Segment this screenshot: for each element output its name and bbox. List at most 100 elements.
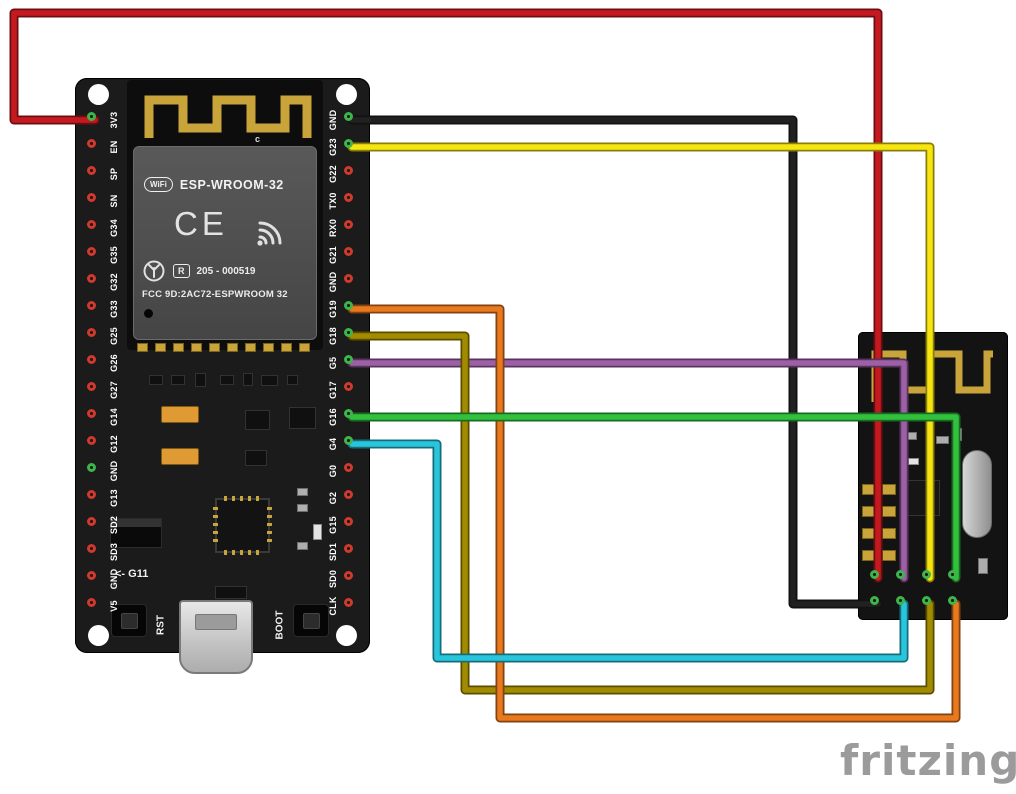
solder-pad-grid — [862, 484, 896, 561]
esp32-pin-left-gnd[interactable] — [87, 463, 96, 472]
smd-component — [243, 373, 253, 386]
esp32-pin-right-g5[interactable] — [344, 355, 353, 364]
capacitor — [161, 406, 199, 423]
esp32-pin-left-g12[interactable] — [87, 436, 96, 445]
smd-component — [149, 375, 163, 385]
smd-component — [171, 375, 185, 385]
esp32-pin-left-g27[interactable] — [87, 382, 96, 391]
mounting-hole — [88, 84, 109, 105]
pin-label-g16: G16 — [328, 408, 338, 426]
esp32-pin-left-g35[interactable] — [87, 247, 96, 256]
esp32-pin-left-g33[interactable] — [87, 301, 96, 310]
wire-cyan[interactable] — [349, 441, 907, 661]
esp32-pin-right-sd1[interactable] — [344, 544, 353, 553]
pin-label-gnd: GND — [328, 109, 338, 131]
castellation-pad — [209, 343, 220, 352]
esp32-pin-left-sd3[interactable] — [87, 544, 96, 553]
pin-label-g33: G33 — [109, 300, 119, 318]
esp32-pin-right-g18[interactable] — [344, 328, 353, 337]
wire-yellow[interactable] — [349, 144, 933, 581]
esp32-pin-right-g17[interactable] — [344, 382, 353, 391]
esp32-pin-right-g22[interactable] — [344, 166, 353, 175]
mounting-hole — [88, 625, 109, 646]
esp32-pin-left-g25[interactable] — [87, 328, 96, 337]
ce-mark: CE — [174, 205, 228, 242]
esp32-pin-left-g32[interactable] — [87, 274, 96, 283]
nrf24l01-pin-r1c2[interactable] — [896, 570, 905, 579]
esp32-pin-left-v5[interactable] — [87, 598, 96, 607]
esp32-pin-left-sn[interactable] — [87, 193, 96, 202]
pin-label-sd0: SD0 — [328, 569, 338, 589]
castellation-pad — [299, 343, 310, 352]
button-cap — [121, 613, 138, 629]
wire-orange[interactable] — [349, 306, 959, 721]
esp32-pin-left-en[interactable] — [87, 139, 96, 148]
nrf24l01-pin-r1c4[interactable] — [948, 570, 957, 579]
esp32-pin-right-sd0[interactable] — [344, 571, 353, 580]
esp32-pin-left-sd2[interactable] — [87, 517, 96, 526]
silkscreen-c-mark: c — [255, 134, 261, 144]
certification-number: 205 - 000519 — [196, 265, 256, 277]
crystal-oscillator — [962, 450, 992, 538]
castellation-pad — [173, 343, 184, 352]
pin-label-g15: G15 — [328, 516, 338, 534]
esp32-pin-left-g13[interactable] — [87, 490, 96, 499]
nrf24l01-pin-r2c2[interactable] — [896, 596, 905, 605]
pin-label-g26: G26 — [109, 354, 119, 372]
nrf24l01-pin-r2c3[interactable] — [922, 596, 931, 605]
pin-label-g5: G5 — [328, 356, 338, 370]
nrf24l01-pin-r1c3[interactable] — [922, 570, 931, 579]
g11-note: <- G11 — [115, 568, 149, 580]
esp32-pin-right-g2[interactable] — [344, 490, 353, 499]
boot-button[interactable] — [293, 604, 329, 637]
resistor — [297, 504, 308, 512]
pin-label-rx0: RX0 — [328, 218, 338, 238]
module-label: ESP-WROOM-32 — [179, 177, 284, 192]
smd-component — [245, 450, 267, 466]
wire-green[interactable] — [349, 414, 959, 581]
pin-label-3v3: 3V3 — [109, 111, 119, 129]
esp32-pin-right-g21[interactable] — [344, 247, 353, 256]
nrf24l01-pin-r2c1[interactable] — [870, 596, 879, 605]
wire-dark-yellow[interactable] — [349, 333, 933, 693]
esp32-pin-right-g23[interactable] — [344, 139, 353, 148]
pin-label-v5: V5 — [109, 600, 119, 612]
wire-red[interactable] — [11, 10, 881, 581]
castellation-pad — [245, 343, 256, 352]
pin-label-sd1: SD1 — [328, 542, 338, 562]
wire-purple[interactable] — [349, 360, 907, 581]
transistor — [245, 410, 270, 430]
pin-label-g27: G27 — [109, 381, 119, 399]
esp32-pin-right-gnd[interactable] — [344, 112, 353, 121]
esp32-pin-left-g34[interactable] — [87, 220, 96, 229]
nrf24l01-pin-r1c1[interactable] — [870, 570, 879, 579]
nrf24l01-pin-r2c4[interactable] — [948, 596, 957, 605]
esp32-pin-left-sp[interactable] — [87, 166, 96, 175]
esp32-pin-left-g14[interactable] — [87, 409, 96, 418]
pin-label-tx0: TX0 — [328, 192, 338, 210]
esp32-pin-right-g15[interactable] — [344, 517, 353, 526]
led — [313, 524, 322, 540]
esp32-pin-right-gnd[interactable] — [344, 274, 353, 283]
esp32-pin-right-rx0[interactable] — [344, 220, 353, 229]
pin-label-g21: G21 — [328, 246, 338, 264]
button-cap — [303, 613, 320, 629]
esp32-pin-right-clk[interactable] — [344, 598, 353, 607]
mounting-hole — [336, 84, 357, 105]
esp32-pin-right-g19[interactable] — [344, 301, 353, 310]
esp32-pin-left-g26[interactable] — [87, 355, 96, 364]
esp32-pin-left-3v3[interactable] — [87, 112, 96, 121]
micro-usb-connector[interactable] — [179, 600, 253, 674]
fritzing-watermark: fritzing — [840, 736, 1016, 785]
esp32-pin-left-gnd[interactable] — [87, 571, 96, 580]
pin-label-g0: G0 — [328, 464, 338, 478]
esp32-devkit-board[interactable]: c WiFi ESP-WROOM-32 CE — [75, 78, 370, 674]
usb-uart-chip — [213, 496, 272, 555]
pin-label-g23: G23 — [328, 138, 338, 156]
esp32-pin-right-g16[interactable] — [344, 409, 353, 418]
esp32-pin-right-g4[interactable] — [344, 436, 353, 445]
rst-button[interactable] — [111, 604, 147, 637]
esp32-pin-right-g0[interactable] — [344, 463, 353, 472]
esp32-pin-right-tx0[interactable] — [344, 193, 353, 202]
smd-component — [978, 558, 988, 574]
